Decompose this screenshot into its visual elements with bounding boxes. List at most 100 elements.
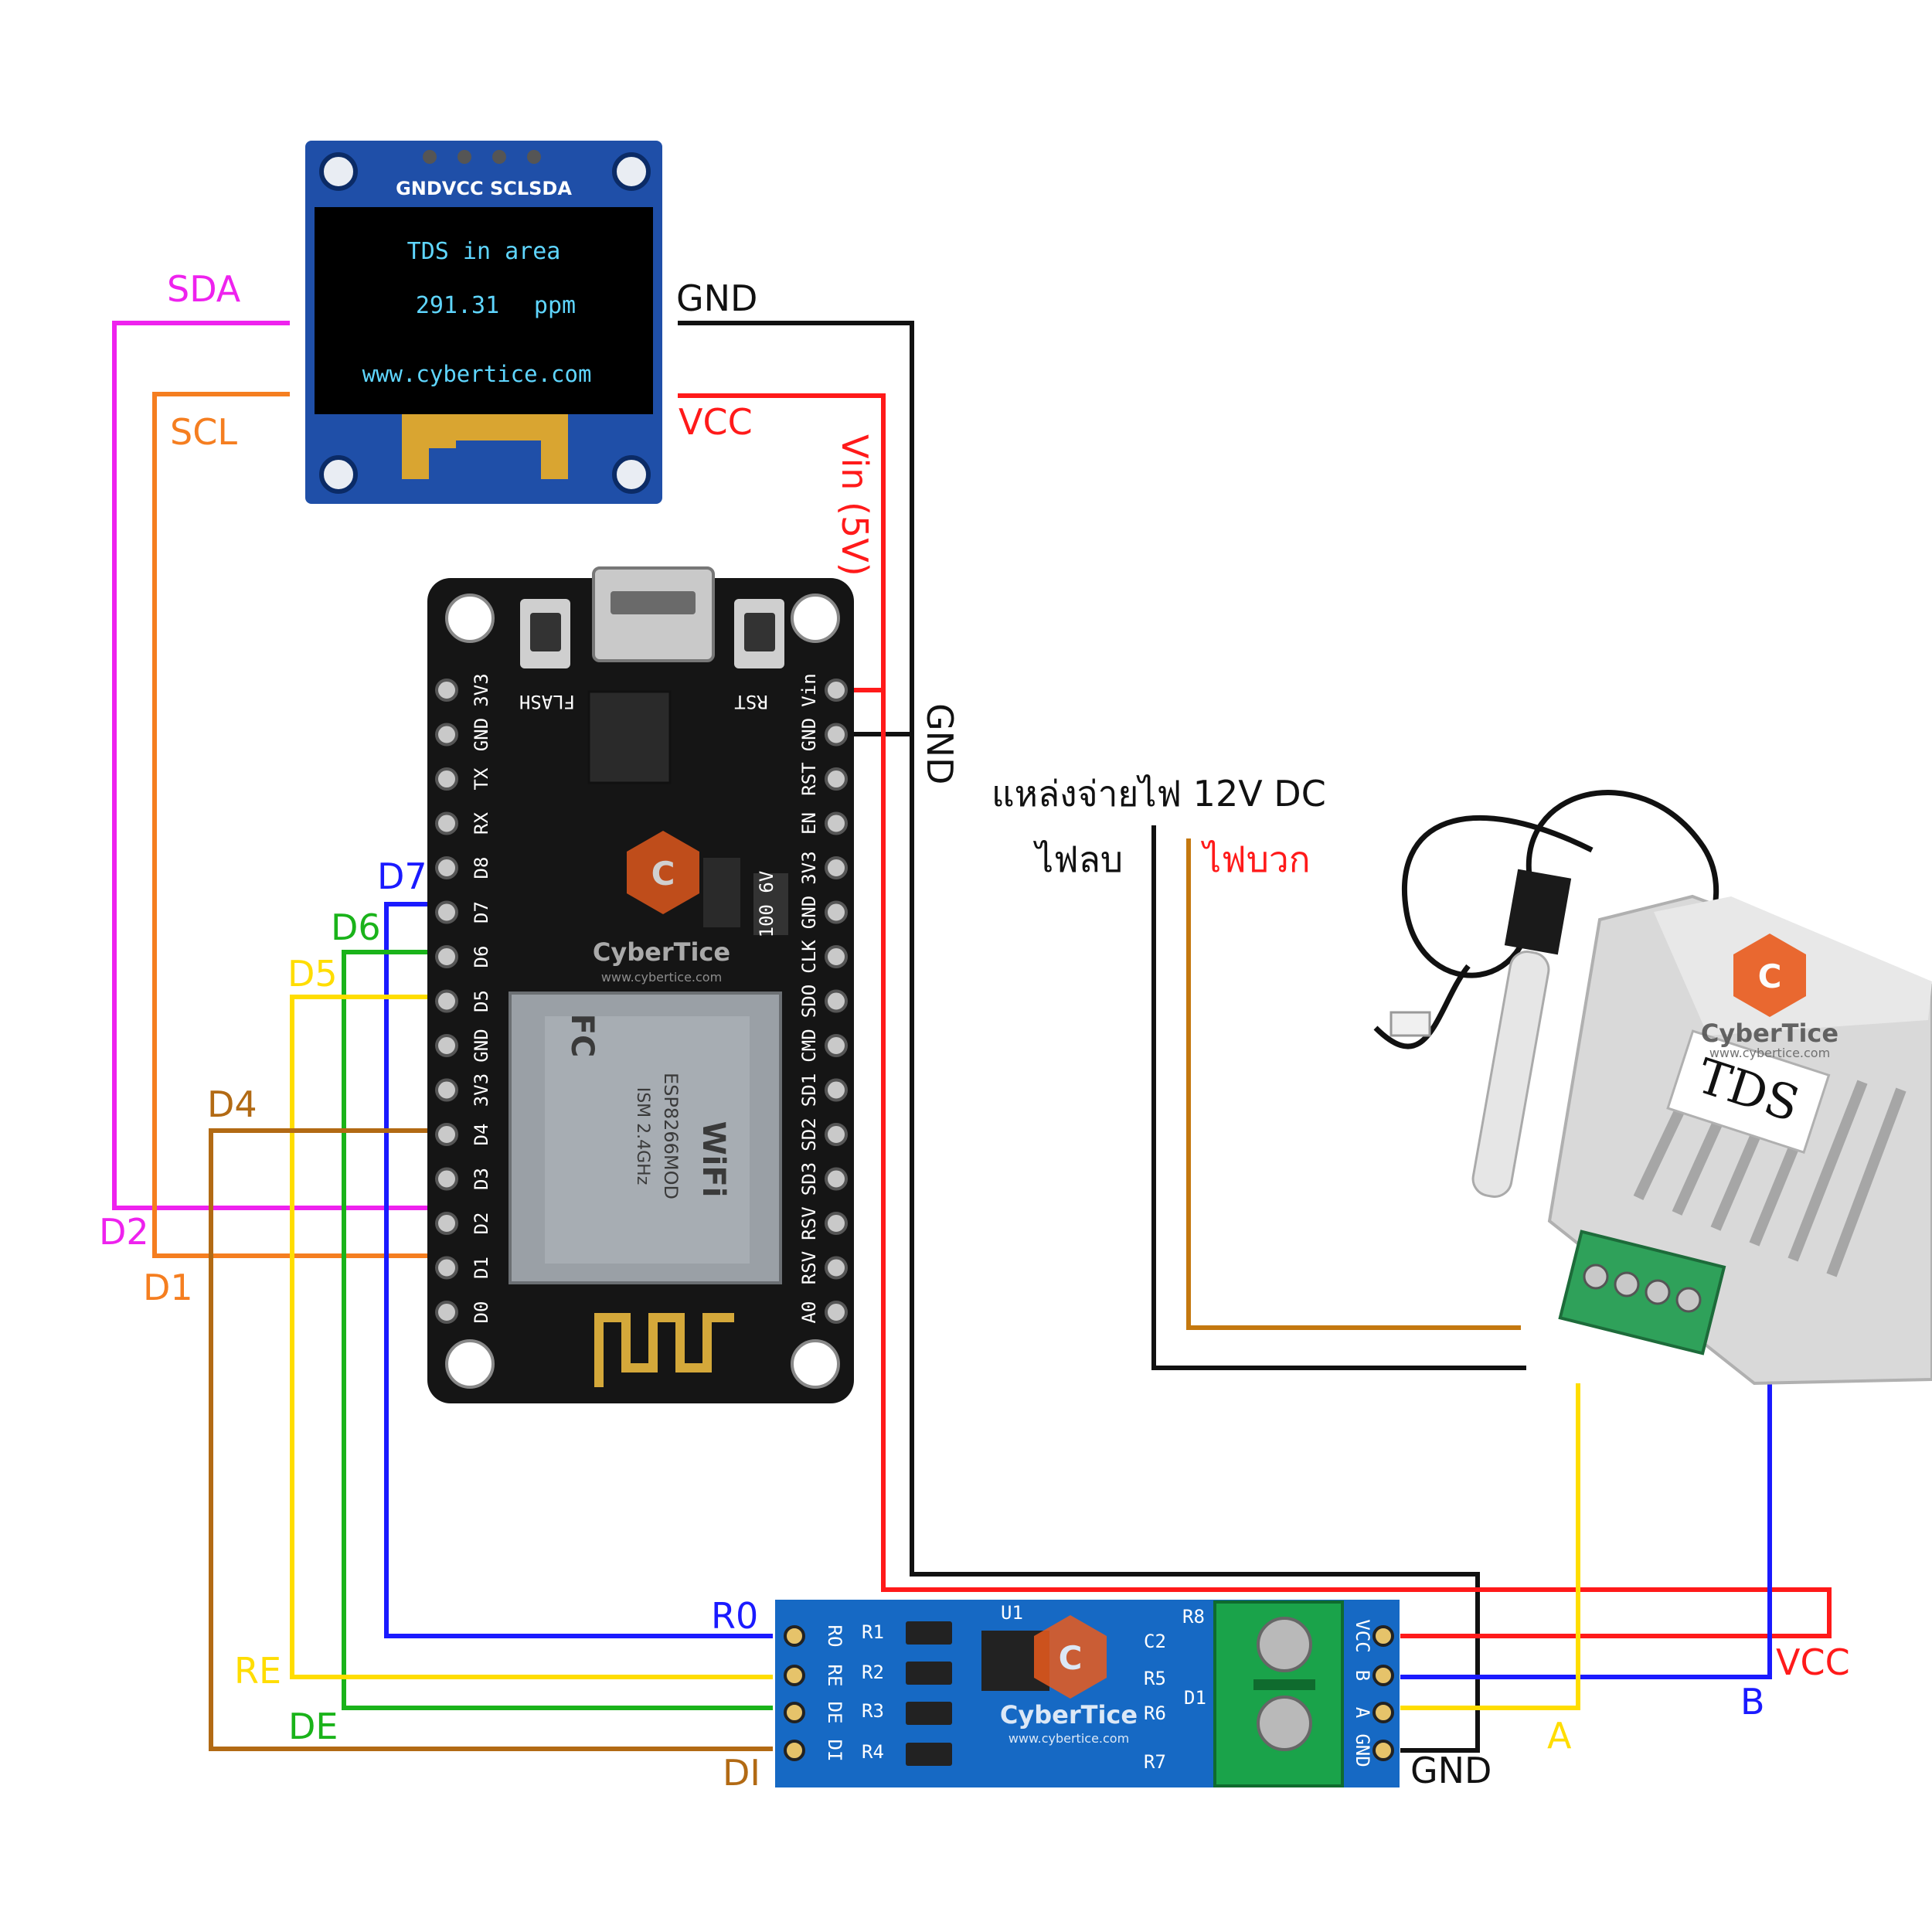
label-gnd-bottom: GND <box>1410 1750 1492 1791</box>
max485-r1: R1 <box>862 1621 884 1643</box>
right-pin <box>825 945 848 968</box>
esp-spec-label: ISM 2.4GHz <box>633 1087 652 1185</box>
wires <box>112 321 1832 1753</box>
left-pin <box>435 1078 458 1102</box>
right-pin-label: 3V3 <box>798 851 820 884</box>
usb-slot <box>611 591 696 614</box>
left-pin-label: D6 <box>471 946 492 968</box>
max485-module: RO RE DE DI R1 R2 R3 R4 U1 R8 C2 R5 R6 R… <box>775 1600 1400 1787</box>
esp-shield-inner <box>545 1016 750 1264</box>
watermark-url: www.cybertice.com <box>601 970 722 985</box>
label-sda: SDA <box>167 268 241 310</box>
tds-terminal-block <box>1558 1230 1726 1355</box>
label-gnd-top: GND <box>676 277 757 319</box>
left-pin <box>435 1034 458 1057</box>
flash-button-cap <box>530 613 561 651</box>
oled-hole <box>319 152 358 191</box>
label-vcc-top: VCC <box>679 401 753 443</box>
left-pin-label: TX <box>471 767 492 790</box>
capacitor <box>753 873 788 935</box>
max485-r5: R5 <box>1144 1668 1166 1689</box>
right-pin <box>825 900 848 924</box>
regulator <box>703 858 740 927</box>
capacitor-label: 100 6V <box>756 871 777 938</box>
max485-r4: R4 <box>862 1741 884 1763</box>
right-pin-label: RSV <box>798 1206 820 1240</box>
rst-button-cap <box>744 613 775 651</box>
oled-unit: ppm <box>534 292 576 319</box>
right-pin <box>825 1256 848 1280</box>
right-pin-label: SDO <box>798 985 820 1018</box>
label-ro: R0 <box>711 1595 758 1637</box>
usb-uart-chip <box>587 690 672 784</box>
max485-u1: U1 <box>1001 1602 1023 1624</box>
label-vcc-right: VCC <box>1776 1641 1850 1683</box>
label-a: A <box>1547 1715 1572 1757</box>
left-pin-label: D0 <box>471 1301 492 1324</box>
right-pin-label: GND <box>798 718 820 751</box>
oled-url: www.cybertice.com <box>362 361 592 387</box>
label-neg: ไฟลบ <box>1032 838 1123 880</box>
right-pin <box>825 767 848 791</box>
max485-pin-vcc: VCC <box>1352 1619 1373 1652</box>
max485-pin-ro: RO <box>824 1625 845 1648</box>
label-vin: Vin (5V) <box>834 434 876 577</box>
watermark-brand: CyberTice <box>1000 1700 1138 1730</box>
wire-d6-de <box>342 950 773 1710</box>
max485-r3: R3 <box>862 1700 884 1722</box>
oled-ribbon-gap <box>456 440 541 502</box>
tds-label-plate <box>1666 1029 1831 1155</box>
label-b: B <box>1740 1681 1765 1723</box>
left-pin-label: D7 <box>471 901 492 923</box>
watermark-brand: CyberTice <box>1701 1019 1838 1048</box>
right-pin-label: SD3 <box>798 1162 820 1196</box>
right-pin-label: RSV <box>798 1251 820 1284</box>
max485-c2: C2 <box>1144 1631 1166 1652</box>
max485-resistors <box>906 1621 952 1766</box>
left-pin-label: D1 <box>471 1257 492 1279</box>
svg-text:C: C <box>1059 1639 1083 1677</box>
right-pin <box>825 811 848 835</box>
right-pin-label: CMD <box>798 1029 820 1062</box>
tds-probe <box>1471 951 1550 1198</box>
left-pin-label: GND <box>471 718 492 751</box>
left-pin-label: 3V3 <box>471 1073 492 1107</box>
terminal-divider <box>1253 1679 1315 1690</box>
left-pin <box>435 1167 458 1191</box>
label-d5: D5 <box>287 953 338 995</box>
right-pin <box>825 1212 848 1235</box>
pcb-antenna <box>594 1313 734 1387</box>
wire-oled-vcc <box>678 393 1832 1638</box>
right-pin <box>825 679 848 702</box>
left-pin-label: D5 <box>471 990 492 1012</box>
wire-power-neg <box>1151 825 1526 1370</box>
tds-terminal-screws <box>1583 1264 1702 1313</box>
label-re: RE <box>234 1650 281 1692</box>
wire-power-pos <box>1186 838 1521 1330</box>
right-pin-label: EN <box>798 812 820 835</box>
oled-display: GNDVCC SCLSDA TDS in area 291.31 ppm www… <box>305 141 662 504</box>
max485-d1: D1 <box>1184 1687 1206 1709</box>
right-pin-label: SD1 <box>798 1073 820 1107</box>
wire-b <box>1400 1383 1772 1679</box>
svg-text:C: C <box>1758 957 1782 995</box>
nodemcu-hole <box>791 594 840 643</box>
oled-value: 291.31 <box>416 292 499 319</box>
right-pin <box>825 1301 848 1324</box>
right-pin <box>825 723 848 747</box>
right-pin-label: SD2 <box>798 1117 820 1151</box>
oled-hole <box>612 455 651 494</box>
tds-connector <box>1389 1011 1431 1037</box>
left-pin-label: D3 <box>471 1168 492 1190</box>
oled-pin-header: GNDVCC SCLSDA <box>396 178 572 199</box>
max485-pin-b: B <box>1352 1670 1373 1681</box>
tds-probe-cap <box>1504 869 1572 955</box>
watermark-url: www.cybertice.com <box>1709 1046 1830 1060</box>
svg-text:C: C <box>651 855 675 893</box>
wire-d7-ro <box>384 902 773 1638</box>
left-pin <box>435 989 458 1013</box>
label-d6: D6 <box>331 906 381 948</box>
esp-wifi-label: WiFi <box>696 1121 731 1198</box>
